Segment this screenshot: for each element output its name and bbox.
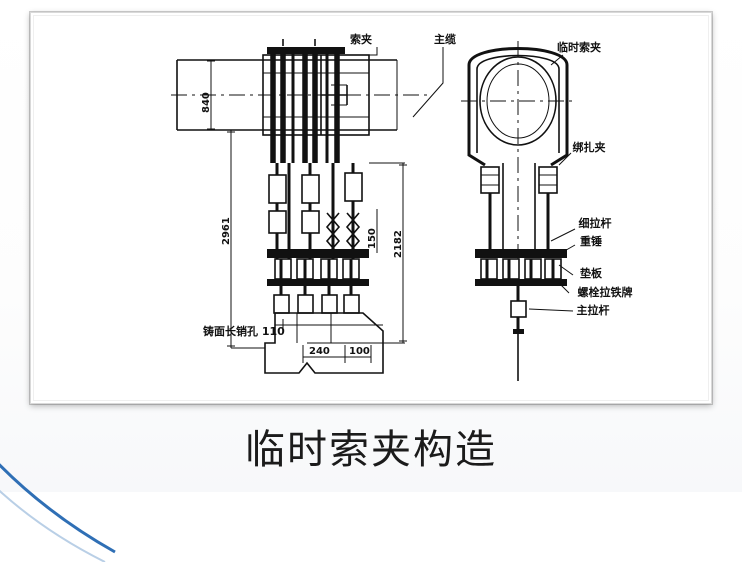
main-tie-rod-right bbox=[510, 286, 527, 381]
main-cable-body bbox=[171, 59, 431, 131]
dim-840-text: 840 bbox=[201, 92, 212, 113]
label-weight-block: 重锤 bbox=[580, 234, 602, 248]
leader-temporary-clamp: 临时索夹 bbox=[550, 40, 601, 66]
label-bolt-plate: 螺栓拉铁牌 bbox=[578, 285, 633, 299]
decorative-swoosh bbox=[0, 463, 116, 562]
leader-bolt-plate: 螺栓拉铁牌 bbox=[558, 282, 633, 299]
temporary-clamp-strap bbox=[467, 47, 569, 167]
binding-clamps bbox=[480, 166, 558, 194]
leader-main-tie-rod: 主拉杆 bbox=[528, 303, 610, 317]
leader-weight-block: 重锤 bbox=[560, 234, 602, 254]
label-binding-clamp: 绑扎夹 bbox=[573, 140, 606, 154]
label-cable-clamp: 索夹 bbox=[350, 32, 372, 46]
label-main-tie-rod: 主拉杆 bbox=[577, 303, 610, 317]
dimension-bottom-left: 240 100 bbox=[302, 345, 372, 363]
leader-bearing-plate: 垫板 bbox=[558, 264, 603, 280]
dim-240-text: 240 bbox=[309, 346, 330, 357]
rod-collars-left bbox=[268, 172, 363, 234]
leader-main-cable: 主缆 bbox=[412, 32, 456, 118]
rod-bundle-left bbox=[267, 39, 345, 163]
cross-beam-left bbox=[267, 249, 369, 286]
dimension-840: 840 bbox=[177, 59, 215, 131]
technical-drawing: 840 2961 2182 150 bbox=[171, 32, 633, 381]
dimension-2182: 2182 bbox=[369, 162, 407, 344]
girder-outline-left bbox=[264, 312, 384, 374]
leader-thin-tie-rod: 细拉杆 bbox=[550, 216, 612, 242]
dim-150-text: 150 bbox=[367, 228, 378, 249]
drawing-panel: 840 2961 2182 150 bbox=[30, 12, 712, 404]
lower-connectors-left bbox=[273, 286, 360, 314]
dimension-2961: 2961 bbox=[221, 130, 265, 349]
turnbuckles-left bbox=[325, 212, 361, 256]
label-thin-tie-rod: 细拉杆 bbox=[579, 216, 612, 230]
tie-rods-right bbox=[488, 163, 550, 251]
slide-title: 临时索夹构造 bbox=[245, 427, 497, 473]
label-bearing-plate: 垫板 bbox=[580, 266, 603, 280]
dim-2961-text: 2961 bbox=[221, 217, 232, 245]
leader-binding-clamp: 绑扎夹 bbox=[558, 140, 606, 166]
leader-cable-clamp: 索夹 bbox=[350, 32, 378, 56]
dim-2182-text: 2182 bbox=[393, 230, 404, 258]
dimension-150: 150 bbox=[367, 209, 378, 253]
cross-beam-right bbox=[475, 249, 567, 286]
label-hole-note: 铸面长销孔 110 bbox=[203, 324, 285, 338]
label-temporary-clamp: 临时索夹 bbox=[557, 40, 601, 54]
leader-hole-note: 铸面长销孔 110 bbox=[203, 319, 285, 338]
label-main-cable: 主缆 bbox=[434, 32, 456, 46]
dim-100-text: 100 bbox=[349, 346, 370, 357]
